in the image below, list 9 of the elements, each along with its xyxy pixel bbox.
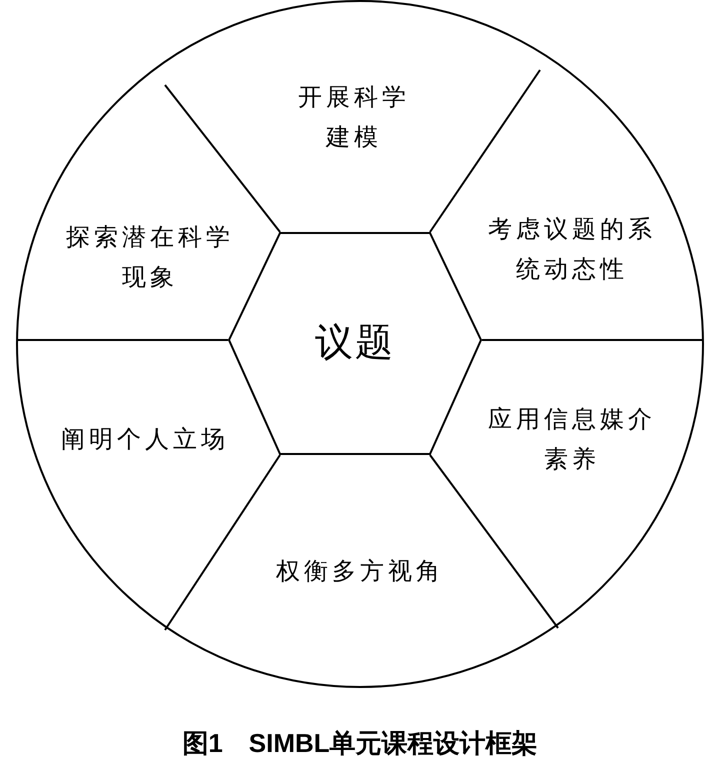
center-topic-text: 议题 <box>315 321 395 366</box>
hexagon-shape <box>228 232 482 455</box>
sector-text: 阐明个人立场 <box>45 400 245 480</box>
sector-text: 应用信息媒介素养 <box>481 400 663 480</box>
sector-text: 探索潜在科学现象 <box>59 218 241 298</box>
sector-text: 开展科学建模 <box>289 78 419 158</box>
sector-text: 权衡多方视角 <box>260 532 460 612</box>
figure-caption: 图1 SIMBL单元课程设计框架 <box>181 727 539 760</box>
sector-text: 考虑议题的系统动态性 <box>481 210 663 290</box>
